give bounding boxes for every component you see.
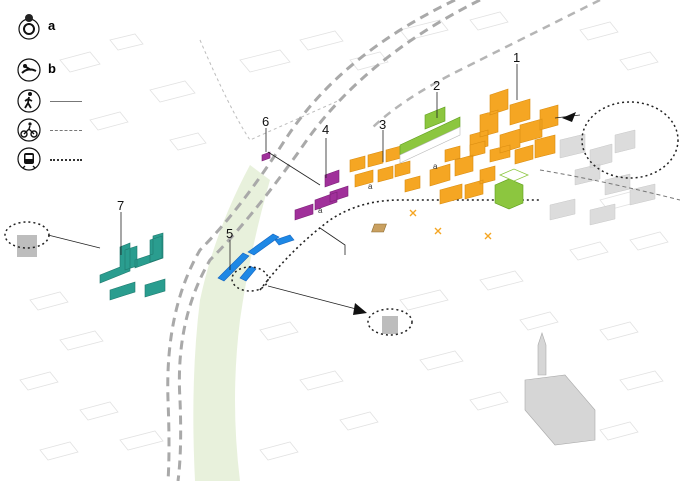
railway-line-3 [369,0,601,131]
cyclist-line-sample [50,130,82,131]
legend-label-a: a [48,18,56,33]
legend-item-a: a [16,14,86,40]
zone-mark-a-2: a [433,162,438,171]
pedestrian-line-sample [50,101,82,102]
small-orange-markers [409,209,492,240]
tram-line-sample [50,159,82,161]
small-orange-plot [371,223,387,233]
cathedral-silhouette [524,332,596,446]
rail-track [199,39,341,141]
legend-item-b: b [16,57,86,83]
green-buildings [399,106,530,210]
project-label-4: 4 [322,122,330,137]
cyclist-icon [16,117,42,143]
legend-item-pedestrian [16,88,86,114]
cycle-route-dashed [539,169,680,201]
arrowheads [353,112,576,315]
leader-lines [47,64,581,311]
teal-buildings [99,232,166,301]
project-label-7: 7 [117,198,125,213]
tree-target-icon [16,14,42,40]
railway-line-2 [166,0,456,481]
background-gray-blocks [549,129,656,226]
magenta-buildings [261,151,349,221]
project-label-1: 1 [513,50,521,65]
background-city-blocks [19,11,669,461]
project-label-3: 3 [379,117,387,132]
zone-mark-a-3: a [318,206,323,215]
person-relaxing-icon [16,57,42,83]
legend-item-cyclist [16,117,86,143]
project-label-6: 6 [262,114,270,129]
legend-label-b: b [48,61,56,76]
zone-mark-a-1: a [368,182,373,191]
project-label-5: 5 [226,226,234,241]
gray-reference-block-bottom [382,316,398,334]
pedestrian-icon [16,88,42,114]
gray-reference-block-left [17,235,37,257]
blue-building [217,233,295,282]
park-green-band [193,165,270,481]
project-label-2: 2 [433,78,441,93]
tram-route-dotted [259,199,540,291]
tram-icon [16,146,42,172]
orange-housing-cluster [349,88,559,205]
legend-item-tram [16,146,86,172]
railway-line-1 [176,0,481,481]
